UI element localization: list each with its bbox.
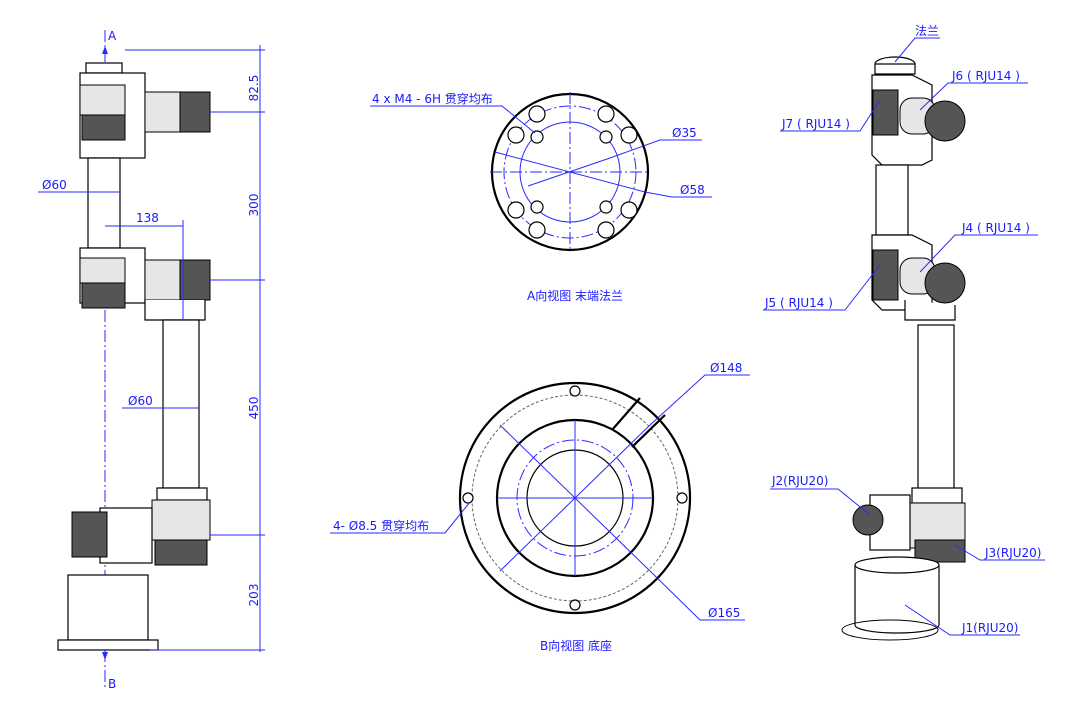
base-column [67, 574, 149, 641]
label-j6: J6 ( RJU14 ) [951, 69, 1020, 83]
base-outline [458, 381, 692, 615]
base-plate [57, 639, 159, 651]
label-j5: J5 ( RJU14 ) [764, 296, 833, 310]
iso-flange-body [874, 63, 916, 75]
iso-j3-flange [911, 487, 963, 504]
j5-motor [79, 257, 126, 284]
iso-j5-module [872, 249, 899, 301]
iso-view: 法兰 J6 ( RJU14 ) J7 ( RJU14 ) J4 ( RJU14 … [763, 24, 1045, 641]
base-hole-leader [330, 501, 471, 534]
dim-450: 450 [247, 397, 261, 420]
lower-tube-diameter: Ø60 [128, 394, 153, 408]
d148-leader [649, 374, 750, 426]
flange-view: 4 x M4 - 6H 贯穿均布 Ø35 Ø58 A向视图 末端法兰 [370, 91, 712, 303]
flange-hole-note: 4 x M4 - 6H 贯穿均布 [372, 91, 493, 106]
iso-leaders [763, 37, 1045, 636]
flange-holes [507, 105, 638, 239]
j4-driver [179, 259, 211, 301]
iso-j2-driver [852, 504, 884, 536]
view-a-label: A [108, 29, 117, 43]
lower-tube [162, 319, 200, 489]
iso-j7-module [872, 89, 899, 136]
upper-tube-diameter: Ø60 [42, 178, 67, 192]
j3-driver [154, 539, 208, 566]
iso-upper-tube [875, 164, 909, 236]
j5-driver [81, 282, 126, 309]
dim-203: 203 [247, 584, 261, 607]
base-bolt-circle-dim: Ø165 [708, 606, 740, 620]
side-view: A B 82.5 300 4 [38, 29, 265, 691]
label-j7: J7 ( RJU14 ) [781, 117, 850, 131]
j7-motor [79, 84, 126, 116]
flange-dia-line [527, 157, 611, 187]
j3-motor [151, 499, 211, 541]
d58-leader [644, 191, 712, 198]
flange-outer-diameter: Ø58 [680, 183, 705, 197]
dimension-extensions [125, 49, 265, 651]
j6-driver [179, 91, 211, 133]
upper-tube [87, 157, 121, 249]
iso-base-plate [841, 619, 939, 641]
offset-dim: 138 [136, 211, 159, 225]
label-flange: 法兰 [915, 24, 939, 38]
base-caption: B向视图 底座 [540, 638, 612, 653]
iso-j4-driver [924, 262, 966, 304]
iso-base-column [854, 565, 940, 634]
base-hole-note: 4- Ø8.5 贯穿均布 [333, 518, 429, 533]
iso-lower-tube [917, 324, 955, 491]
flange-inner-diameter: Ø35 [672, 126, 697, 140]
j3-flange [156, 487, 208, 501]
label-j3: J3(RJU20) [984, 546, 1041, 560]
d35-leader [609, 139, 702, 159]
j2-driver [71, 511, 108, 558]
label-j1: J1(RJU20) [961, 621, 1018, 635]
iso-base-top [854, 556, 940, 574]
j2-bracket [99, 507, 153, 564]
iso-j6-driver [924, 100, 966, 142]
base-view: Ø148 4- Ø8.5 贯穿均布 Ø165 B向视图 底座 [330, 361, 750, 653]
base-mount-holes [462, 385, 688, 611]
base-slot [611, 397, 666, 448]
iso-j4-bracket [904, 300, 956, 321]
j4-bracket [144, 300, 206, 321]
end-flange [85, 62, 123, 74]
d165-leader [649, 570, 745, 621]
label-j2: J2(RJU20) [771, 474, 828, 488]
base-outer-diameter: Ø148 [710, 361, 742, 375]
flange-caption: A向视图 末端法兰 [527, 288, 623, 303]
dim-300: 300 [247, 194, 261, 217]
hole-note-leader [370, 105, 536, 134]
view-b-label: B [108, 677, 116, 691]
j7-driver [81, 114, 126, 141]
dim-82-5: 82.5 [247, 75, 261, 102]
label-j4: J4 ( RJU14 ) [961, 221, 1030, 235]
